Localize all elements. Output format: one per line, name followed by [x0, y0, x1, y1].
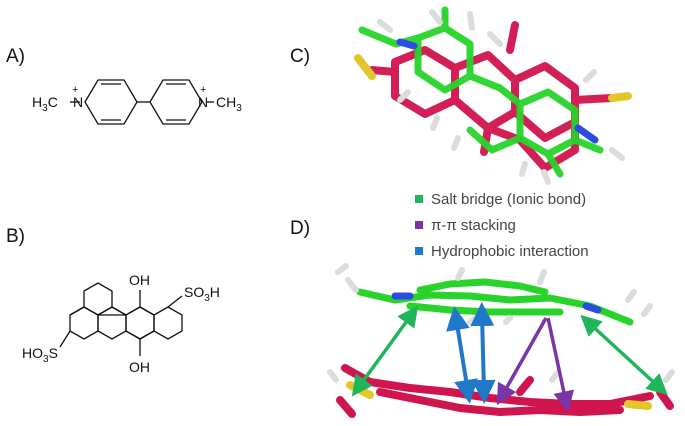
pi-stacking-arrow-1 [496, 317, 548, 406]
right-charge-label: + [200, 84, 206, 96]
legend-label-pi-stacking: π-π stacking [431, 216, 516, 234]
legend-label-hydrophobic: Hydrophobic interaction [431, 242, 589, 260]
salt-bridge-swatch [415, 195, 423, 203]
right-nitrogen-label: N [198, 94, 208, 110]
panel-label-d: D) [290, 218, 311, 239]
methyl-viologen-structure [70, 79, 214, 125]
panel-label-a: A) [6, 46, 25, 67]
bottom-hydroxyl-label: OH [129, 359, 150, 375]
legend-item-hydrophobic: Hydrophobic interaction [415, 238, 589, 264]
interaction-legend: Salt bridge (Ionic bond) π-π stacking Hy… [415, 186, 589, 264]
left-charge-label: + [72, 84, 78, 96]
top-hydroxyl-label: OH [129, 272, 150, 288]
hydrophobic-swatch [415, 247, 423, 255]
legend-item-salt-bridge: Salt bridge (Ionic bond) [415, 186, 589, 212]
left-methyl-label: H3C [32, 94, 58, 114]
panel-label-b: B) [6, 226, 25, 247]
legend-label-salt-bridge: Salt bridge (Ionic bond) [431, 190, 587, 208]
hydrophobic-arrow-2 [470, 302, 496, 404]
legend-item-pi-stacking: π-π stacking [415, 212, 589, 238]
pi-stacking-swatch [415, 221, 423, 229]
salt-bridge-arrow-right [580, 314, 668, 396]
hydrophobic-arrow-1 [446, 306, 478, 404]
panel-label-c: C) [290, 46, 311, 67]
anthracene-structure [59, 282, 183, 356]
left-nitrogen-label: N [73, 94, 83, 110]
salt-bridge-arrow-left [351, 305, 419, 397]
pi-stacking-arrow-2 [546, 317, 575, 413]
left-sulfonic-label: HO3S [22, 345, 58, 365]
right-methyl-label: CH3 [216, 94, 242, 114]
right-sulfonic-label: SO3H [184, 284, 220, 304]
